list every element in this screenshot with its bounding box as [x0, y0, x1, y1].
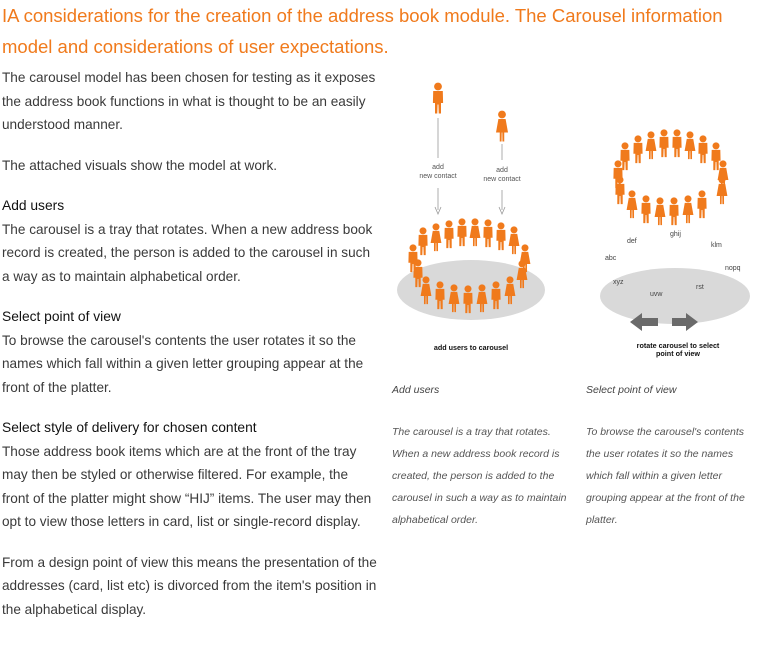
letter-group-label: nopq [725, 265, 741, 272]
section-select-point-of-view: Select point of view To browse the carou… [2, 305, 377, 399]
woman-icon [716, 176, 728, 205]
body-text: The carousel model has been chosen for t… [2, 66, 377, 638]
carousel-top-people-icons [613, 129, 729, 226]
man-icon [698, 135, 708, 164]
woman-icon [684, 131, 696, 160]
section-body: To browse the carousel's contents the us… [2, 332, 364, 395]
man-icon [496, 222, 506, 251]
man-icon [641, 195, 651, 224]
rotating-platter [600, 268, 750, 324]
man-icon [659, 129, 669, 158]
letter-group-label: def [627, 238, 637, 245]
letter-group-label: xyz [613, 279, 624, 286]
letter-group-label: ghij [670, 231, 681, 238]
intro-paragraph-1: The carousel model has been chosen for t… [2, 70, 376, 132]
description-select-point-of-view: To browse the carousel's contents the us… [586, 426, 745, 526]
letter-group-label: abc [605, 255, 617, 262]
section-select-style: Select style of delivery for chosen cont… [2, 416, 377, 534]
letter-group-label: uvw [650, 291, 663, 298]
man-icon [483, 219, 493, 248]
man-icon [444, 220, 454, 249]
section-add-users: Add users The carousel is a tray that ro… [2, 194, 377, 288]
man-icon [711, 142, 721, 171]
woman-icon [654, 197, 666, 226]
man-icon [418, 227, 428, 256]
woman-icon [626, 190, 638, 219]
caption-select-point-of-view: Select point of view [586, 384, 677, 396]
description-add-users: The carousel is a tray that rotates. Whe… [392, 426, 567, 526]
woman-icon [430, 223, 442, 252]
letter-group-label: klm [711, 242, 722, 249]
rotate-right-arrow-icon [672, 313, 698, 331]
letter-group-label: rst [696, 284, 704, 291]
page-title: IA considerations for the creation of th… [2, 5, 723, 57]
diagram-caption-left: add users to carousel [434, 343, 508, 352]
section-heading: Select point of view [2, 309, 121, 324]
man-icon [697, 190, 707, 219]
section-body: The carousel is a tray that rotates. Whe… [2, 221, 373, 284]
man-icon [615, 176, 625, 205]
caption-add-users: Add users [392, 384, 440, 396]
rotate-left-arrow-icon [630, 313, 658, 331]
man-icon [620, 142, 630, 171]
man-icon [672, 129, 682, 158]
intro-paragraph-2: The attached visuals show the model at w… [2, 157, 278, 173]
section-heading: Select style of delivery for chosen cont… [2, 420, 257, 435]
man-icon [633, 135, 643, 164]
woman-icon [645, 131, 657, 160]
man-icon [669, 197, 679, 226]
woman-icon [469, 218, 481, 247]
man-icon [457, 218, 467, 247]
woman-icon [682, 195, 694, 224]
section-body: Those address book items which are at th… [2, 443, 372, 530]
new-contact-woman-icon [496, 110, 508, 142]
woman-icon [508, 226, 520, 255]
closing-paragraph: From a design point of view this means t… [2, 554, 377, 617]
new-contact-man-icon [432, 82, 444, 114]
section-heading: Add users [2, 198, 65, 213]
